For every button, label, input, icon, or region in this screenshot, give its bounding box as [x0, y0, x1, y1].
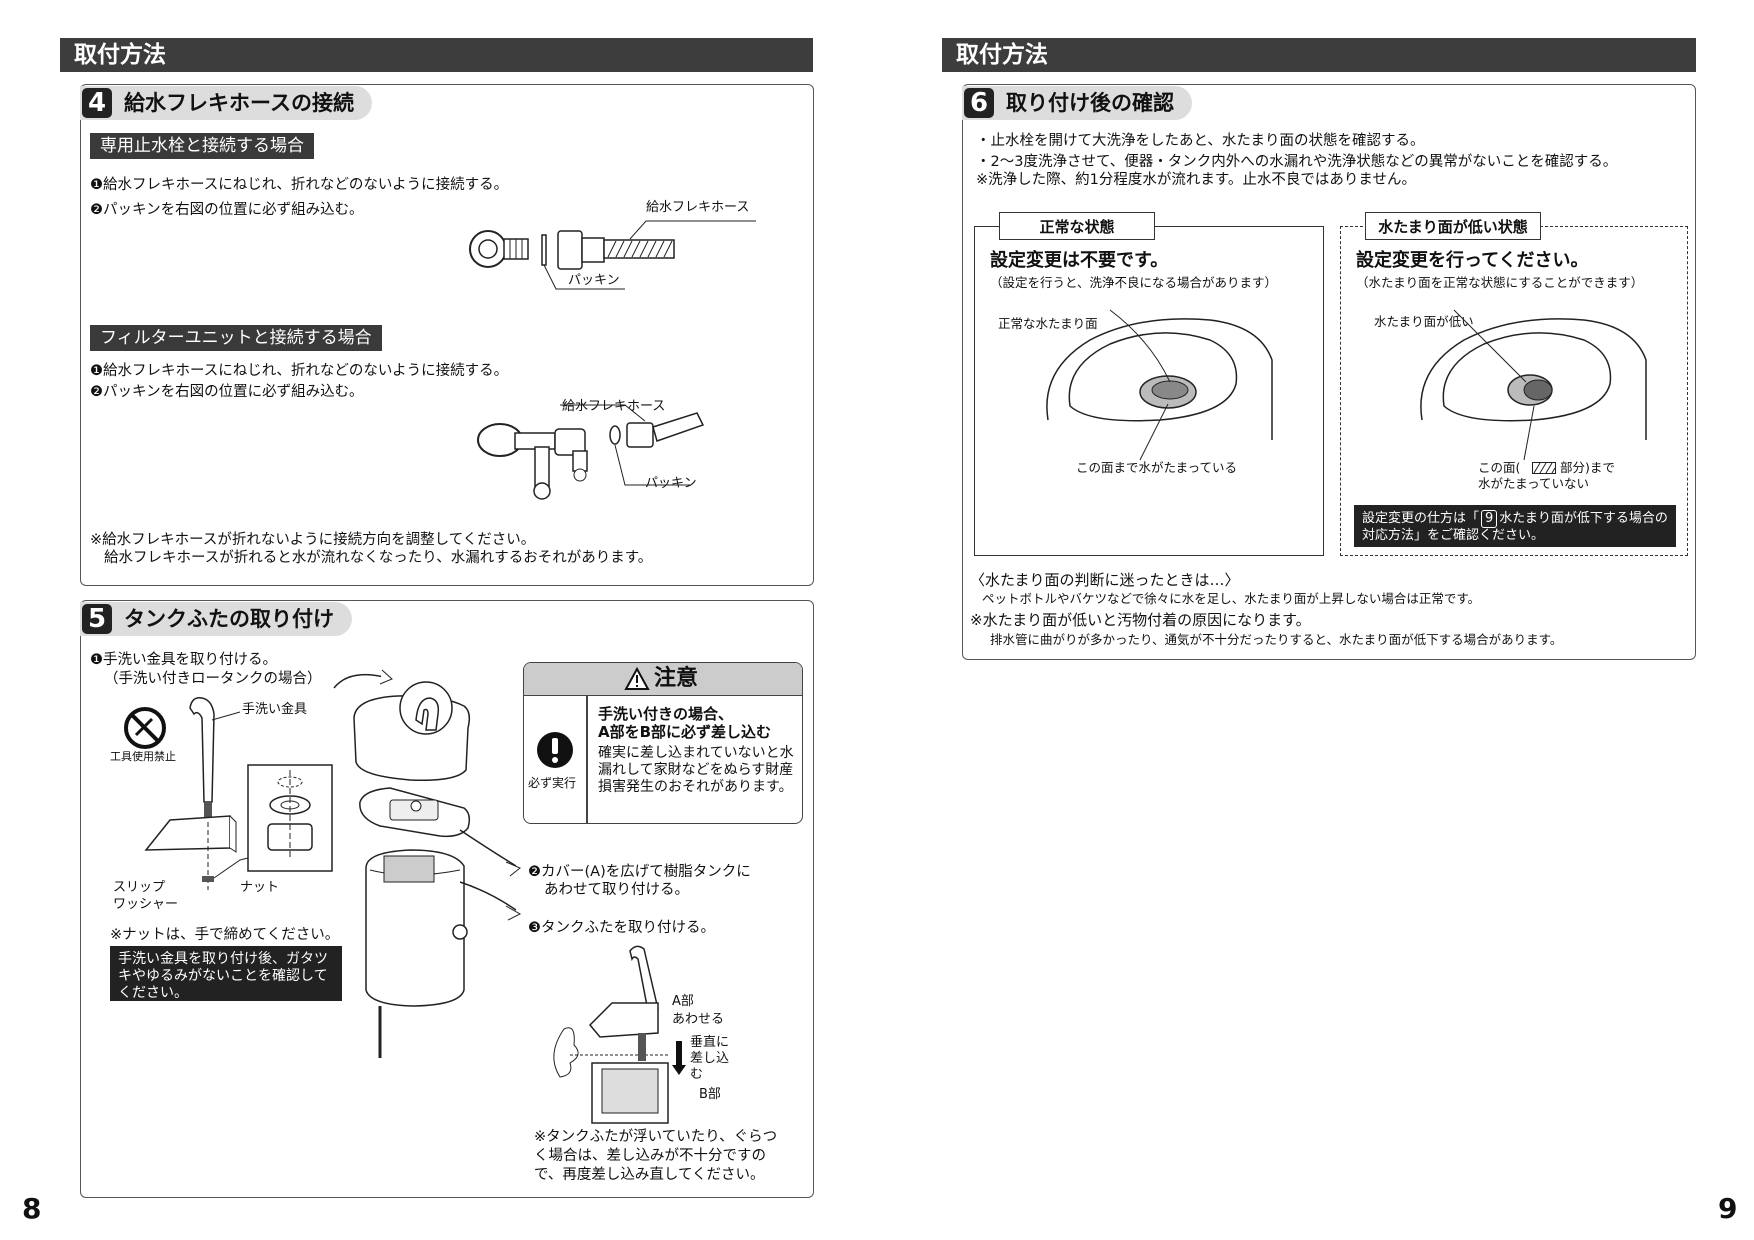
normal-bottom-label: この面まで水がたまっている	[1076, 460, 1238, 475]
section-6-title: 取り付け後の確認	[1006, 91, 1174, 115]
caution-box: 注意 必ず実行 手洗い付きの場合、 A部をB部に必ず差し込む 確実に差し込まれて…	[523, 662, 803, 824]
doubt-body: ペットボトルやバケツなどで徐々に水を足し、水たまり面が上昇しない場合は正常です。	[982, 591, 1481, 606]
must-do-icon	[537, 732, 573, 768]
filter-unit-diagram	[477, 404, 705, 500]
label-vertical-3: む	[690, 1067, 704, 1082]
label-tool-prohibited: 工具使用禁止	[110, 750, 176, 763]
normal-diagram-label: 正常な水たまり面	[998, 316, 1098, 331]
page-header-left: 取付方法	[60, 38, 813, 72]
label-nut: ナット	[240, 880, 280, 895]
page-header-right: 取付方法	[942, 38, 1696, 72]
settings-ref-note-2: 水たまり面が低下する場合の	[1499, 511, 1668, 526]
section-4-number: 4	[82, 88, 112, 118]
section4-note-line1: ※給水フレキホースが折れないように接続方向を調整してください。	[90, 532, 536, 548]
must-do-label: 必ず実行	[528, 776, 577, 790]
normal-headline: 設定変更は不要です。	[990, 250, 1169, 271]
section-5-title: タンクふたの取り付け	[124, 607, 334, 631]
label-b-part: B部	[699, 1087, 721, 1102]
settings-ref-note-1: 設定変更の仕方は「	[1362, 511, 1480, 526]
normal-bowl-diagram	[1046, 309, 1273, 461]
section-4-title: 給水フレキホースの接続	[124, 91, 354, 115]
low-bottom-label-2: 部分)まで	[1560, 460, 1615, 475]
note-nut: ※ナットは、手で締めてください。	[110, 927, 340, 943]
page-number-left: 8	[22, 1192, 42, 1225]
label-hose-1: 給水フレキホース	[646, 200, 750, 215]
low-warning-title: ※水たまり面が低いと汚物付着の原因になります。	[970, 611, 1311, 629]
sub1-step2: ❷パッキンを右図の位置に必ず組み込む。	[90, 202, 364, 218]
label-a-part: A部	[672, 994, 694, 1009]
s6-bullet2: ・2～3度洗浄させて、便器・タンク内外への水漏れや洗浄状態などの異常がないことを…	[976, 154, 1618, 170]
caution-headline-2: A部をB部に必ず差し込む	[598, 723, 772, 741]
faucet-assembly-diagram	[144, 696, 333, 890]
label-slip-washer-1: スリップ	[113, 880, 166, 895]
low-warning-body: 排水管に曲がりが多かったり、通気が不十分だったりすると、水たまり面が低下する場合…	[990, 632, 1563, 647]
label-hose-2: 給水フレキホース	[562, 399, 666, 414]
sub-header-filter-unit: フィルターユニットと接続する場合	[90, 325, 382, 351]
label-packing-2: パッキン	[645, 476, 697, 491]
label-vertical-1: 垂直に	[690, 1035, 730, 1050]
label-vertical-2: 差し込	[690, 1051, 730, 1066]
s5-step2-line2: あわせて取り付ける。	[544, 882, 689, 898]
hatched-area-swatch	[1532, 462, 1556, 474]
low-headline: 設定変更を行ってください。	[1356, 250, 1589, 271]
note-float: ※タンクふたが浮いていたり、ぐらつく場合は、差し込みが不十分ですので、再度差し込…	[534, 1129, 778, 1183]
section-4-header: 4 給水フレキホースの接続	[80, 86, 372, 120]
doubt-title: 〈水たまり面の判断に迷ったときは…〉	[970, 571, 1240, 589]
low-bottom-label-1: この面(	[1478, 460, 1521, 475]
s5-step2-line1: ❷カバー(A)を広げて樹脂タンクに	[528, 864, 751, 880]
section-5-header: 5 タンクふたの取り付け	[80, 602, 352, 636]
sub2-step1: ❶給水フレキホースにねじれ、折れなどのないように接続する。	[90, 363, 509, 379]
faucet-check-note: 手洗い金具を取り付け後、ガタツキやゆるみがないことを確認してください。	[110, 946, 342, 1001]
sub1-step1: ❶給水フレキホースにねじれ、折れなどのないように接続する。	[90, 177, 509, 193]
caution-header	[524, 663, 802, 696]
section-6-header: 6 取り付け後の確認	[962, 86, 1192, 120]
s6-note: ※洗浄した際、約1分程度水が流れます。止水不良ではありません。	[976, 172, 1416, 188]
low-diagram-label: 水たまり面が低い	[1374, 314, 1474, 329]
normal-state-box: 正常な状態	[974, 212, 1324, 556]
tank-lid-diagram	[333, 669, 522, 1058]
low-bowl-diagram	[1420, 309, 1647, 461]
section-ref-9: 9	[1481, 510, 1498, 528]
page-number-right: 9	[1718, 1192, 1738, 1225]
section4-note-line2: 給水フレキホースが折れると水が流れなくなったり、水漏れするおそれがあります。	[104, 550, 653, 566]
s5-step1-line2: （手洗い付きロータンクの場合）	[104, 671, 322, 687]
section-5-number: 5	[82, 604, 112, 634]
label-packing-1: パッキン	[568, 273, 620, 288]
low-state-label: 水たまり面が低い状態	[1365, 212, 1541, 240]
s6-bullet1: ・止水栓を開けて大洗浄をしたあと、水たまり面の状態を確認する。	[976, 133, 1425, 149]
low-bottom-label-3: 水がたまっていない	[1478, 476, 1590, 491]
valve-hose-diagram-1	[469, 220, 756, 290]
section-4-panel	[80, 84, 814, 586]
section-6-panel	[962, 84, 1696, 660]
label-faucet: 手洗い金具	[242, 702, 308, 717]
tool-prohibited-icon	[124, 707, 166, 749]
normal-sub: （設定を行うと、洗浄不良になる場合があります）	[990, 275, 1278, 290]
low-state-box: 水たまり面が低い状態	[1340, 212, 1688, 556]
settings-ref-note-3: 対応方法」をご確認ください。	[1362, 528, 1545, 543]
label-slip-washer-2: ワッシャー	[113, 897, 179, 912]
section-5-panel	[80, 600, 814, 1198]
sub2-step2: ❷パッキンを右図の位置に必ず組み込む。	[90, 384, 364, 400]
low-sub: （水たまり面を正常な状態にすることができます）	[1356, 275, 1644, 290]
s5-step3: ❸タンクふたを取り付ける。	[528, 920, 715, 936]
insertion-diagram	[553, 945, 686, 1124]
caution-divider	[586, 695, 588, 823]
caution-body: 確実に差し込まれていないと水漏れして家財などをぬらす財産損害発生のおそれがありま…	[598, 745, 794, 795]
label-align: あわせる	[672, 1012, 725, 1027]
warning-triangle-icon	[624, 666, 650, 690]
sub-header-dedicated-valve: 専用止水栓と接続する場合	[90, 133, 314, 159]
caution-headline-1: 手洗い付きの場合、	[598, 705, 734, 723]
caution-title: 注意	[654, 666, 699, 691]
s5-step1-line1: ❶手洗い金具を取り付ける。	[90, 652, 277, 668]
normal-state-label: 正常な状態	[999, 212, 1155, 240]
section-6-number: 6	[964, 88, 994, 118]
